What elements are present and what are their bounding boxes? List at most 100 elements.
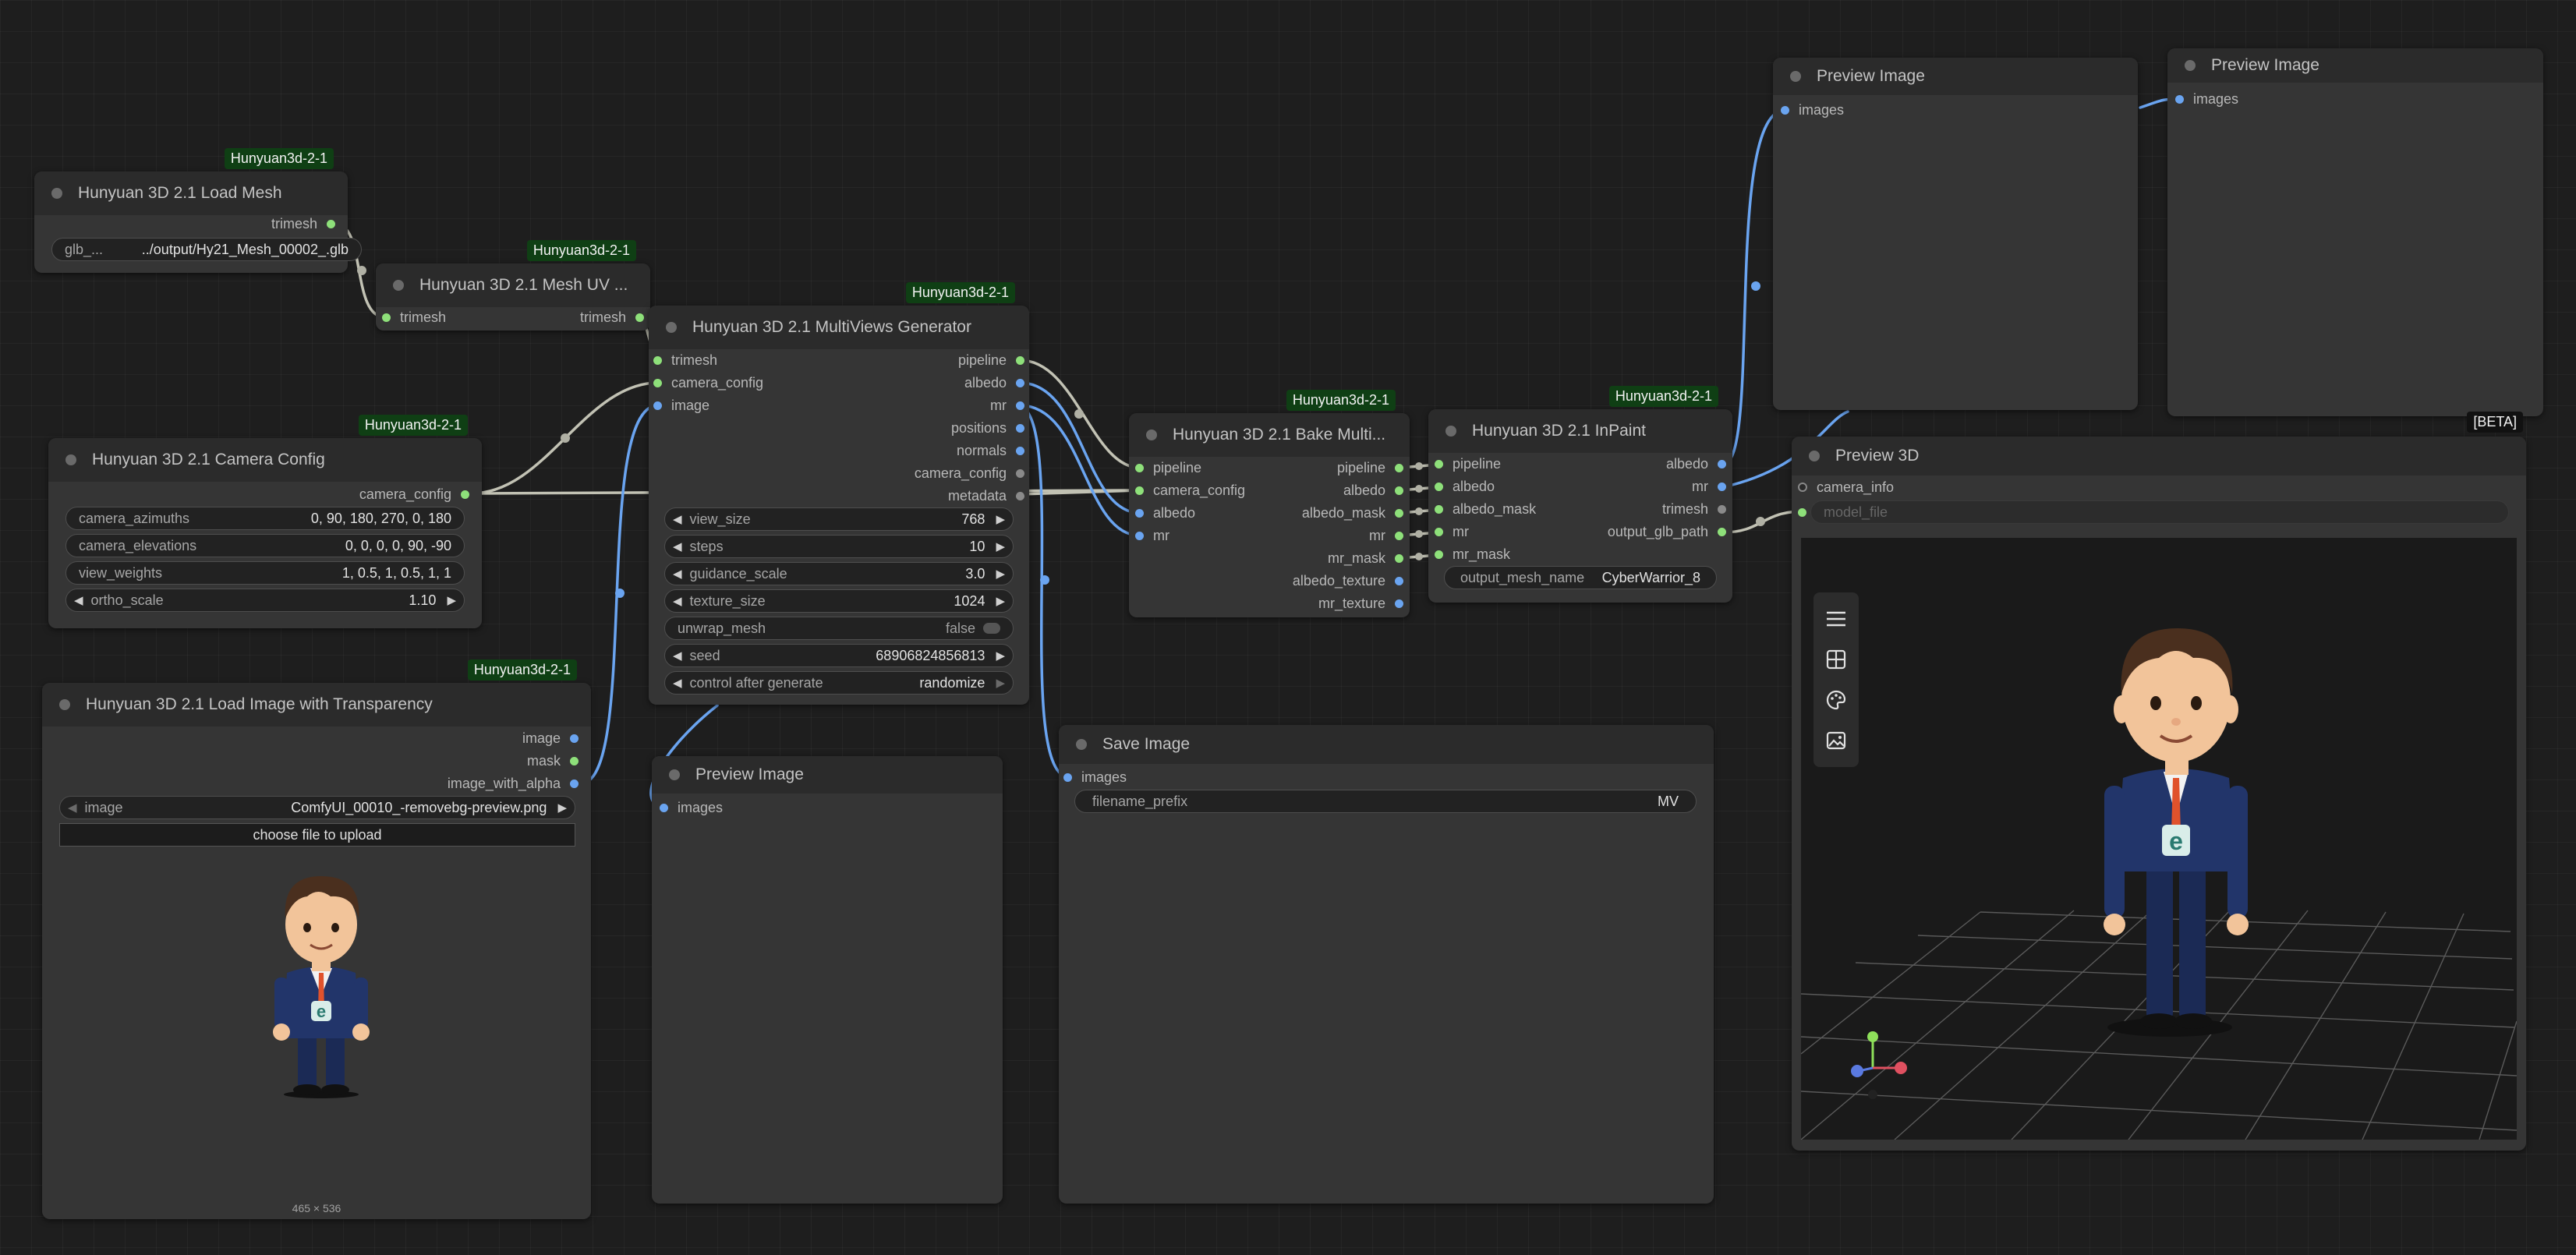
output-slot-pipeline[interactable]: pipeline	[1337, 458, 1403, 478]
image-icon[interactable]	[1820, 724, 1852, 757]
node-load-image-transparency[interactable]: Hunyuan3d-2-1 Hunyuan 3D 2.1 Load Image …	[42, 659, 591, 1219]
input-slot-dot[interactable]	[1435, 527, 1443, 536]
input-slot-mr[interactable]: mr	[1135, 525, 1169, 546]
input-slot-albedo[interactable]: albedo	[1435, 476, 1495, 497]
output-slot-image[interactable]: image	[522, 728, 579, 748]
node-title[interactable]: Save Image	[1059, 725, 1714, 764]
decrement-arrow-icon[interactable]: ◀	[74, 594, 83, 607]
node-camera-config[interactable]: Hunyuan3d-2-1 Hunyuan 3D 2.1 Camera Conf…	[48, 415, 482, 628]
increment-arrow-icon[interactable]: ▶	[996, 513, 1005, 526]
output-slot-dot[interactable]	[1016, 423, 1024, 433]
input-slot-camera-info[interactable]: camera_info	[1798, 477, 1894, 497]
output-slot-albedo-texture[interactable]: albedo_texture	[1293, 571, 1403, 591]
output-slot-trimesh[interactable]: trimesh	[271, 214, 335, 234]
input-slot-dot[interactable]	[1798, 483, 1807, 492]
toggle-switch[interactable]	[983, 623, 1000, 634]
output-slot-dot[interactable]	[1395, 531, 1403, 540]
output-slot-dot[interactable]	[1016, 401, 1024, 410]
output-slot-normals[interactable]: normals	[957, 440, 1024, 461]
output-slot-dot[interactable]	[1395, 463, 1403, 472]
collapse-dot-icon[interactable]	[1790, 71, 1801, 82]
input-slot-mr-mask[interactable]: mr_mask	[1435, 544, 1510, 564]
input-slot-dot[interactable]	[653, 355, 662, 365]
output-slot-mask[interactable]: mask	[527, 751, 579, 771]
node-bake-multiviews[interactable]: Hunyuan3d-2-1 Hunyuan 3D 2.1 Bake Multi.…	[1129, 390, 1410, 617]
input-slot-trimesh[interactable]: trimesh	[653, 350, 717, 370]
input-slot-dot[interactable]	[1435, 504, 1443, 514]
input-slot-pipeline[interactable]: pipeline	[1135, 458, 1201, 478]
input-slot-dot[interactable]	[1063, 772, 1072, 782]
collapse-dot-icon[interactable]	[1076, 739, 1087, 750]
collapse-dot-icon[interactable]	[1809, 451, 1820, 461]
widget-glb-path[interactable]: glb_...../output/Hy21_Mesh_00002_.glb	[51, 238, 362, 261]
output-slot-dot[interactable]	[1016, 491, 1024, 500]
output-slot-mr[interactable]: mr	[1369, 525, 1403, 546]
output-slot-dot[interactable]	[570, 734, 579, 743]
output-slot-image-with-alpha[interactable]: image_with_alpha	[448, 773, 579, 794]
output-slot-albedo[interactable]: albedo	[1343, 480, 1403, 500]
input-slot-dot[interactable]	[382, 313, 391, 322]
increment-arrow-icon[interactable]: ▶	[996, 567, 1005, 581]
node-title[interactable]: Hunyuan 3D 2.1 Camera Config	[48, 438, 482, 482]
output-slot-dot[interactable]	[1395, 576, 1403, 585]
collapse-dot-icon[interactable]	[669, 769, 680, 780]
input-slot-image[interactable]: image	[653, 395, 709, 415]
input-slot-dot[interactable]	[2175, 94, 2184, 104]
output-slot-dot[interactable]	[1395, 553, 1403, 563]
node-preview-image-mid[interactable]: Preview Image images	[652, 756, 1003, 1204]
output-slot-dot[interactable]	[1395, 486, 1403, 495]
input-slot-camera-config[interactable]: camera_config	[653, 373, 763, 393]
menu-icon[interactable]	[1820, 603, 1852, 635]
output-slot-albedo[interactable]: albedo	[964, 373, 1024, 393]
input-slot-trimesh[interactable]: trimesh	[382, 307, 446, 327]
increment-arrow-icon[interactable]: ▶	[996, 649, 1005, 663]
input-slot-dot-model-file[interactable]	[1798, 508, 1806, 517]
node-preview-image-b[interactable]: Preview Image images	[2167, 48, 2543, 416]
node-inpaint[interactable]: Hunyuan3d-2-1 Hunyuan 3D 2.1 InPaint pip…	[1428, 386, 1732, 603]
input-slot-dot[interactable]	[1435, 550, 1443, 559]
node-title[interactable]: Hunyuan 3D 2.1 Bake Multi...	[1129, 413, 1410, 457]
input-slot-albedo[interactable]: albedo	[1135, 503, 1195, 523]
input-slot-dot[interactable]	[1135, 486, 1144, 495]
node-preview-image-a[interactable]: Preview Image images	[1773, 58, 2138, 410]
output-slot-trimesh[interactable]: trimesh	[580, 307, 644, 327]
output-slot-metadata[interactable]: metadata	[948, 486, 1024, 506]
node-preview-3d[interactable]: [BETA] Preview 3D camera_info model_file	[1792, 412, 2526, 1151]
decrement-arrow-icon[interactable]: ◀	[673, 513, 682, 526]
input-slot-albedo-mask[interactable]: albedo_mask	[1435, 499, 1536, 519]
input-slot-dot[interactable]	[1135, 508, 1144, 518]
output-slot-dot[interactable]	[570, 756, 579, 765]
output-slot-dot[interactable]	[1016, 378, 1024, 387]
increment-arrow-icon[interactable]: ▶	[557, 801, 567, 815]
input-slot-images[interactable]: images	[660, 797, 723, 818]
output-slot-mr[interactable]: mr	[1692, 476, 1726, 497]
node-title[interactable]: Hunyuan 3D 2.1 Load Image with Transpare…	[42, 683, 591, 726]
node-title[interactable]: Hunyuan 3D 2.1 InPaint	[1428, 409, 1732, 453]
output-slot-dot[interactable]	[1718, 459, 1726, 468]
output-slot-albedo-mask[interactable]: albedo_mask	[1302, 503, 1403, 523]
output-slot-mr[interactable]: mr	[990, 395, 1024, 415]
collapse-dot-icon[interactable]	[51, 188, 62, 199]
node-mesh-uv[interactable]: Hunyuan3d-2-1 Hunyuan 3D 2.1 Mesh UV ...…	[376, 240, 650, 331]
input-slot-camera-config[interactable]: camera_config	[1135, 480, 1245, 500]
output-slot-dot[interactable]	[1395, 599, 1403, 608]
collapse-dot-icon[interactable]	[2185, 60, 2196, 71]
increment-arrow-icon[interactable]: ▶	[996, 677, 1005, 690]
output-slot-dot[interactable]	[1718, 504, 1726, 514]
input-slot-images[interactable]: images	[1063, 767, 1127, 787]
node-title[interactable]: Preview 3D	[1792, 437, 2526, 475]
input-slot-images[interactable]: images	[1781, 100, 1844, 120]
palette-icon[interactable]	[1820, 684, 1852, 716]
grid-icon[interactable]	[1820, 643, 1852, 676]
output-slot-output-glb-path[interactable]: output_glb_path	[1608, 521, 1726, 542]
decrement-arrow-icon[interactable]: ◀	[68, 801, 77, 815]
upload-button[interactable]: choose file to upload	[59, 823, 575, 847]
